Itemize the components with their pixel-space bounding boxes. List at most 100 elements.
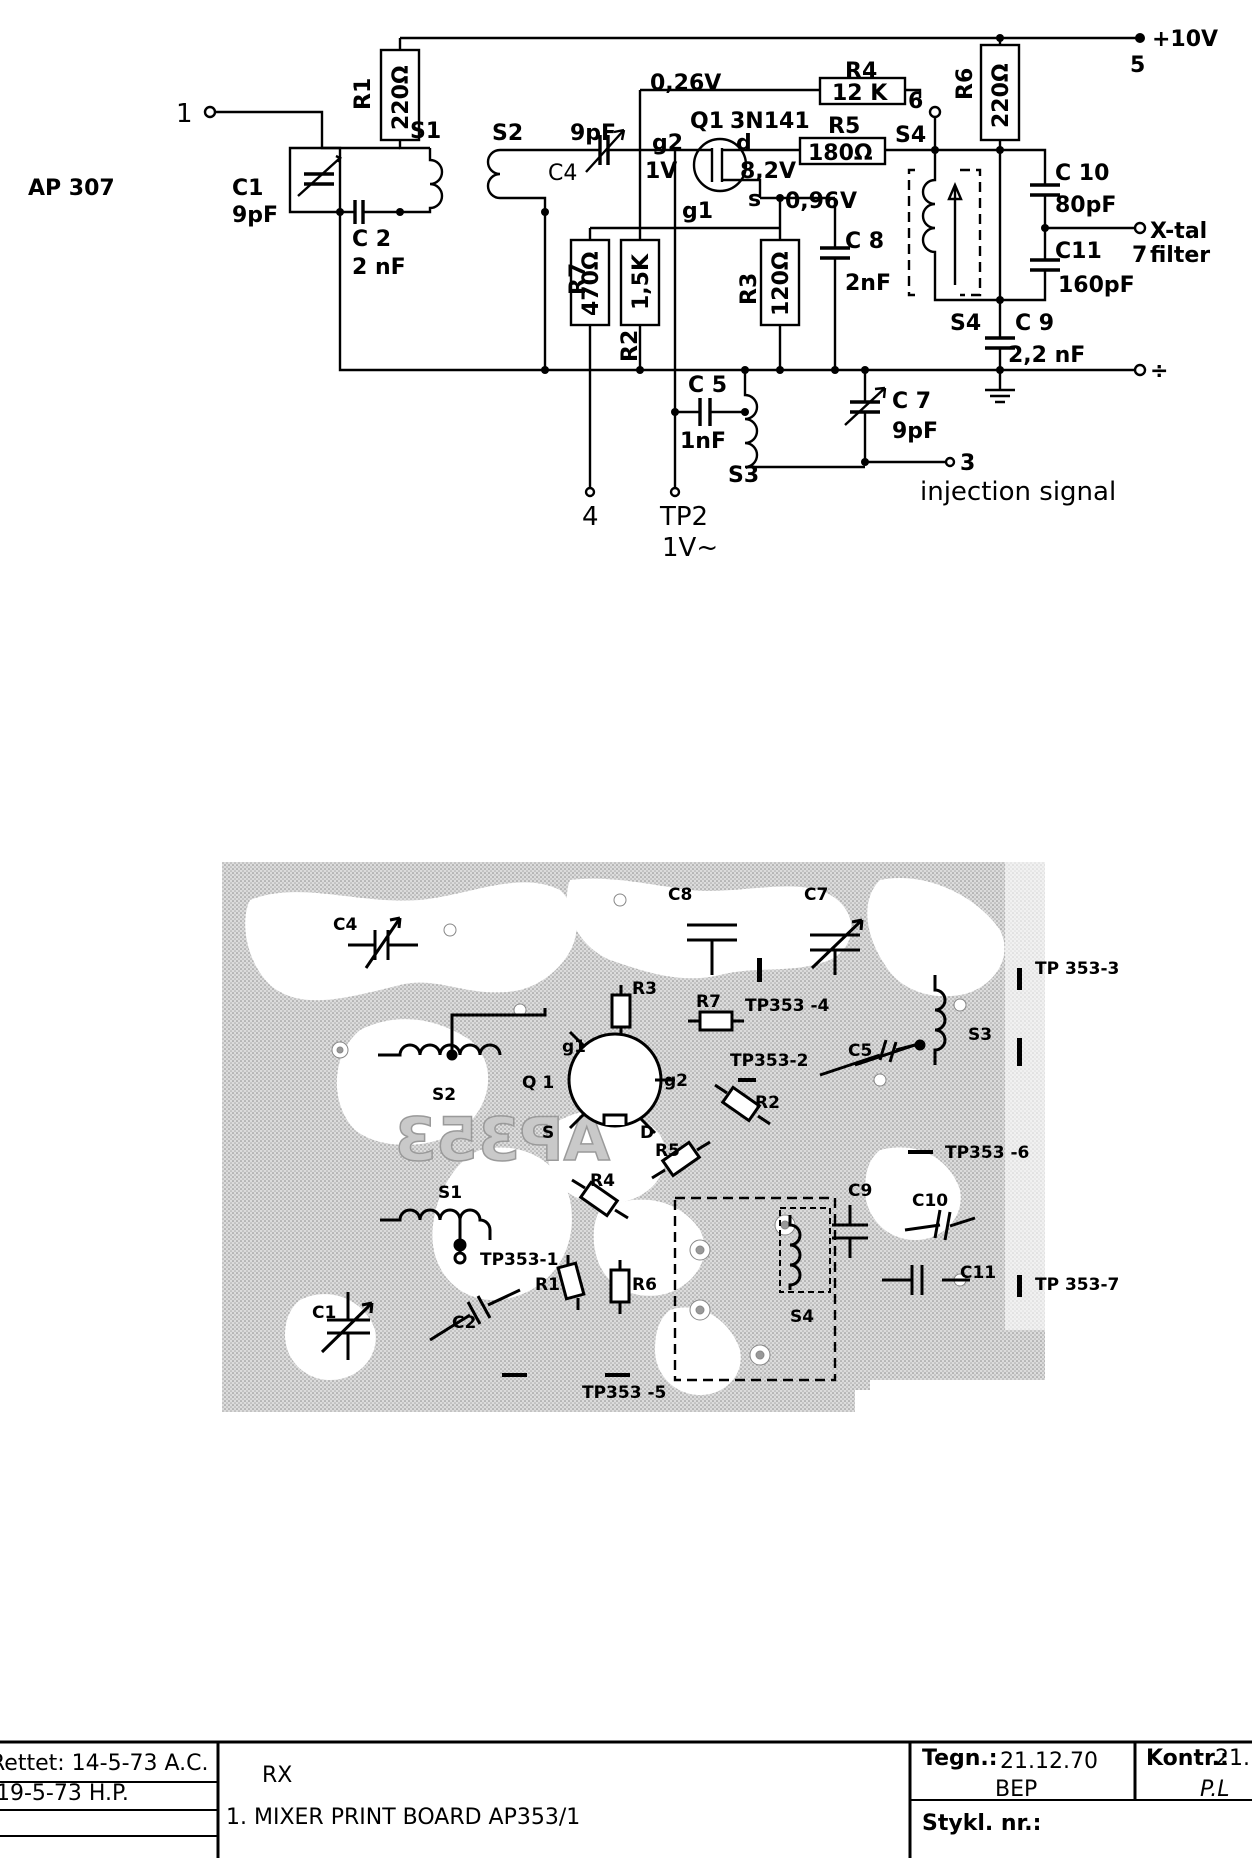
c11-ref: C11 <box>1055 239 1102 264</box>
pcb-s3: S3 <box>968 1025 992 1045</box>
q1-part: 3N141 <box>730 109 810 134</box>
tp353-6: TP353 -6 <box>945 1143 1029 1163</box>
tp353-5: TP353 -5 <box>582 1383 666 1403</box>
plus-10v: +10V <box>1152 27 1218 52</box>
pcb-r7: R7 <box>696 992 721 1012</box>
node-6: 6 <box>908 89 923 114</box>
pcb-silkscreen: AP353 <box>394 1105 610 1175</box>
stykl-label: Stykl. nr.: <box>922 1811 1041 1836</box>
xtal-label: X-tal <box>1150 219 1207 244</box>
c10-ref: C 10 <box>1055 161 1109 186</box>
c10-value: 80pF <box>1055 193 1116 218</box>
pin-d: d <box>736 131 752 156</box>
r1-body <box>379 48 421 142</box>
pcb-c10: C10 <box>912 1191 948 1211</box>
pcb-s2: S2 <box>432 1085 456 1105</box>
tp353-1: TP353-1 <box>480 1250 558 1270</box>
node-1: 1 <box>176 99 193 129</box>
r4-value: 12 K <box>832 81 888 106</box>
pcb-s1: S1 <box>438 1183 462 1203</box>
c1-value: 9pF <box>232 203 278 228</box>
pcb-r4: R4 <box>590 1171 615 1191</box>
r6-value: 220Ω <box>989 63 1014 128</box>
v1: 1V <box>645 159 677 184</box>
c1-ref: C1 <box>232 176 263 201</box>
pcb-c4: C4 <box>333 915 357 935</box>
pcb-pin-g2: g2 <box>664 1071 688 1091</box>
c11-value: 160pF <box>1058 273 1135 298</box>
r7-ref: R7 <box>566 263 591 295</box>
tp353-7: TP 353-7 <box>1035 1275 1119 1295</box>
v-unit: V <box>840 189 857 214</box>
r7-value: 470Ω <box>579 251 604 316</box>
node-5: 5 <box>1130 53 1145 78</box>
pcb-s4: S4 <box>790 1307 814 1327</box>
c7-value: 9pF <box>892 419 938 444</box>
tp353-2: TP353-2 <box>730 1051 808 1071</box>
r2-value: 1,5K <box>629 253 654 310</box>
r2-ref: R2 <box>618 330 643 362</box>
tp2-level: 1V~ <box>662 533 718 563</box>
c9-ref: C 9 <box>1015 311 1054 336</box>
node-3: 3 <box>960 451 975 476</box>
pcb-pin-d: D <box>640 1123 654 1143</box>
c4-ref: C4 <box>548 161 577 186</box>
v096: 0,96 <box>785 189 839 214</box>
kontr-sign: P.L <box>1200 1777 1230 1802</box>
c9-value: 2,2 nF <box>1008 343 1085 368</box>
s4-ref-top: S4 <box>895 123 926 148</box>
pcb-r1: R1 <box>535 1275 560 1295</box>
title-block: Rettet: 14-5-73 A.C. 19-5-73 H.P. RX 1. … <box>0 1740 1252 1858</box>
node-7: 7 <box>1132 243 1147 268</box>
c5-value: 1nF <box>680 429 726 454</box>
pcb-c1: C1 <box>312 1303 336 1323</box>
s1-ref: S1 <box>410 119 441 144</box>
tegn-by: BEP <box>995 1777 1037 1802</box>
pin-g2: g2 <box>652 131 683 156</box>
c2-ref: C 2 <box>352 227 391 252</box>
section-rx: RX <box>262 1763 292 1788</box>
tp353-4: TP353 -4 <box>745 996 830 1016</box>
rettet-2: 19-5-73 H.P. <box>0 1781 129 1806</box>
kontr-date: 21. <box>1215 1746 1250 1771</box>
pin-g1: g1 <box>682 199 713 224</box>
r1-value: 220Ω <box>389 65 414 130</box>
tp2-label: TP2 <box>659 502 708 532</box>
kontr-label: Kontr.: <box>1146 1746 1229 1771</box>
pcb-c2: C2 <box>452 1313 476 1333</box>
node-4: 4 <box>582 502 599 532</box>
c7-ref: C 7 <box>892 389 931 414</box>
pcb-r5: R5 <box>655 1141 680 1161</box>
pcb-layout: AP353 <box>222 862 1119 1420</box>
schematic: AP 307 1 +10V 5 ÷ R1 220Ω S1 C1 9pF C 2 … <box>28 27 1218 563</box>
drawing-title: 1. MIXER PRINT BOARD AP353/1 <box>226 1805 580 1830</box>
pcb-r6: R6 <box>632 1275 657 1295</box>
r3-value: 120Ω <box>769 251 794 316</box>
pcb-r2: R2 <box>755 1093 780 1113</box>
r6-ref: R6 <box>953 68 978 100</box>
c2-value: 2 nF <box>352 255 406 280</box>
r5-ref: R5 <box>828 114 860 139</box>
injection-label: injection signal <box>920 477 1116 507</box>
pin-s: s <box>748 187 761 212</box>
pcb-c7: C7 <box>804 885 828 905</box>
c8-value: 2nF <box>845 271 891 296</box>
tp353-3: TP 353-3 <box>1035 959 1119 979</box>
r3-ref: R3 <box>737 273 762 305</box>
pcb-r3: R3 <box>632 979 657 999</box>
pcb-pin-g1: g1 <box>562 1037 586 1057</box>
pcb-c9: C9 <box>848 1181 872 1201</box>
c4-value: 9pF <box>570 121 616 146</box>
s3-ref: S3 <box>728 463 759 488</box>
tegn-date: 21.12.70 <box>1000 1749 1098 1774</box>
rettet-1: Rettet: 14-5-73 A.C. <box>0 1751 209 1776</box>
s2-ref: S2 <box>492 121 523 146</box>
ground-symbol: ÷ <box>1150 359 1168 384</box>
r5-value: 180Ω <box>808 141 873 166</box>
c5-ref: C 5 <box>688 373 727 398</box>
r4-ref: R4 <box>845 59 877 84</box>
pcb-c11: C11 <box>960 1263 996 1283</box>
pcb-pin-s: S <box>542 1123 554 1143</box>
tegn-label: Tegn.: <box>922 1746 998 1771</box>
